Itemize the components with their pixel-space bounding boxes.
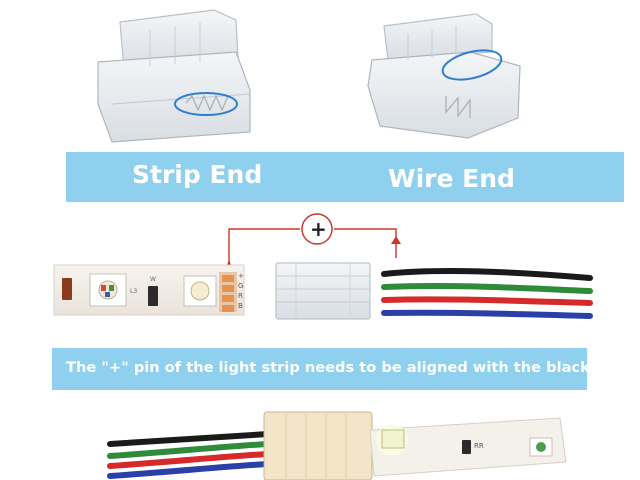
led-strip [53,264,245,316]
strip-pin-r: R [238,292,243,300]
instruction-text: The "+" pin of the light strip needs to … [66,359,637,376]
strip-end-label: Strip End [132,160,263,189]
strip-label-l3: L3 [130,288,138,295]
strip-label-w: W [150,276,156,283]
instruction-banner [52,348,587,390]
middle-connector [275,262,371,320]
strip-pin-g: G [238,282,244,290]
strip-end-connector [97,9,251,143]
strip-pin-b: B [238,302,243,310]
wire-end-connector [367,13,521,139]
plus-symbol: + [310,217,327,241]
strip-pin-plus: + [238,272,244,280]
wire-end-label: Wire End [388,164,515,193]
rgb-wires [381,268,593,319]
bottom-strip-label: RR [474,442,484,450]
assembled-view [107,411,567,480]
top-banner [66,152,624,202]
